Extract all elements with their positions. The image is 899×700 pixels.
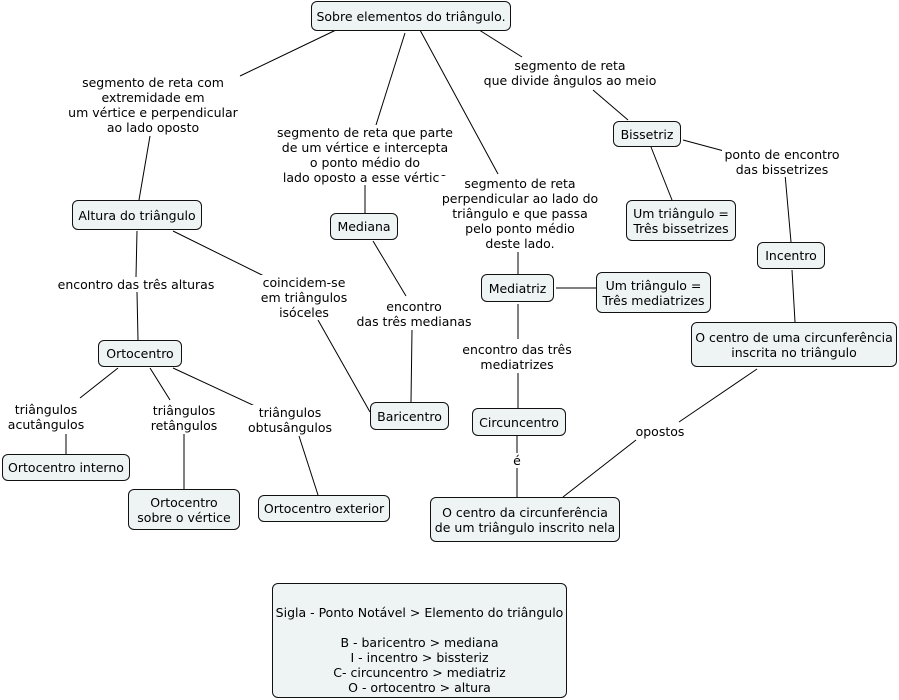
legend-box: Sigla - Ponto Notável > Elemento do triâ…: [272, 583, 567, 698]
node-incentro[interactable]: Incentro: [757, 242, 825, 269]
node-centro-circunscrita[interactable]: O centro da circunferência de um triângu…: [430, 497, 620, 542]
label-encontro-bissetrizes: ponto de encontro das bissetrizes: [722, 147, 842, 177]
label-opostos: opostos: [632, 424, 688, 439]
node-um-bissetrizes[interactable]: Um triângulo = Três bissetrizes: [626, 200, 736, 241]
label-encontro-alturas: encontro das três alturas: [56, 277, 216, 292]
label-isosceles: coincidem-se em triângulos isóceles: [258, 275, 350, 320]
legend-title: Sigla - Ponto Notável > Elemento do triâ…: [275, 605, 564, 620]
node-circuncentro[interactable]: Circuncentro: [472, 408, 566, 436]
node-um-mediatrizes[interactable]: Um triângulo = Três mediatrizes: [596, 272, 711, 313]
label-obtusangulos: triângulos obtusângulos: [244, 405, 336, 435]
label-encontro-medianas: encontro das três medianas: [354, 299, 474, 329]
node-ortocentro[interactable]: Ortocentro: [98, 340, 182, 367]
label-acutangulos: triângulos acutângulos: [5, 402, 87, 432]
label-mediatriz-definition: segmento de reta perpendicular ao lado d…: [440, 176, 600, 251]
node-mediana[interactable]: Mediana: [330, 213, 398, 240]
legend-line-ortocentro: O - ortocentro > altura: [348, 680, 491, 695]
label-mediana-definition: segmento de reta que parte de um vértice…: [270, 125, 460, 185]
legend-line-incentro: I - incentro > bissteriz: [350, 650, 489, 665]
legend-line-circuncentro: C- circuncentro > mediatriz: [333, 665, 506, 680]
node-bissetriz[interactable]: Bissetriz: [613, 121, 681, 147]
label-encontro-mediatrizes: encontro das três mediatrizes: [456, 342, 578, 372]
node-ortocentro-exterior[interactable]: Ortocentro exterior: [258, 495, 390, 522]
node-baricentro[interactable]: Baricentro: [370, 402, 449, 430]
node-ortocentro-interno[interactable]: Ortocentro interno: [2, 454, 130, 481]
node-ortocentro-vertice[interactable]: Ortocentro sobre o vértice: [128, 489, 240, 530]
node-altura[interactable]: Altura do triângulo: [72, 200, 202, 230]
label-bissetriz-definition: segmento de reta que divide ângulos ao m…: [480, 58, 660, 88]
label-retangulos: triângulos retângulos: [143, 403, 225, 433]
legend-line-baricentro: B - baricentro > mediana: [340, 635, 499, 650]
node-mediatriz[interactable]: Mediatriz: [481, 274, 554, 302]
label-altura-definition: segmento de reta com extremidade em um v…: [68, 75, 238, 135]
label-e: é: [510, 453, 524, 468]
node-root[interactable]: Sobre elementos do triângulo.: [311, 1, 511, 31]
node-centro-inscrita[interactable]: O centro de uma circunferência inscrita …: [691, 322, 897, 367]
